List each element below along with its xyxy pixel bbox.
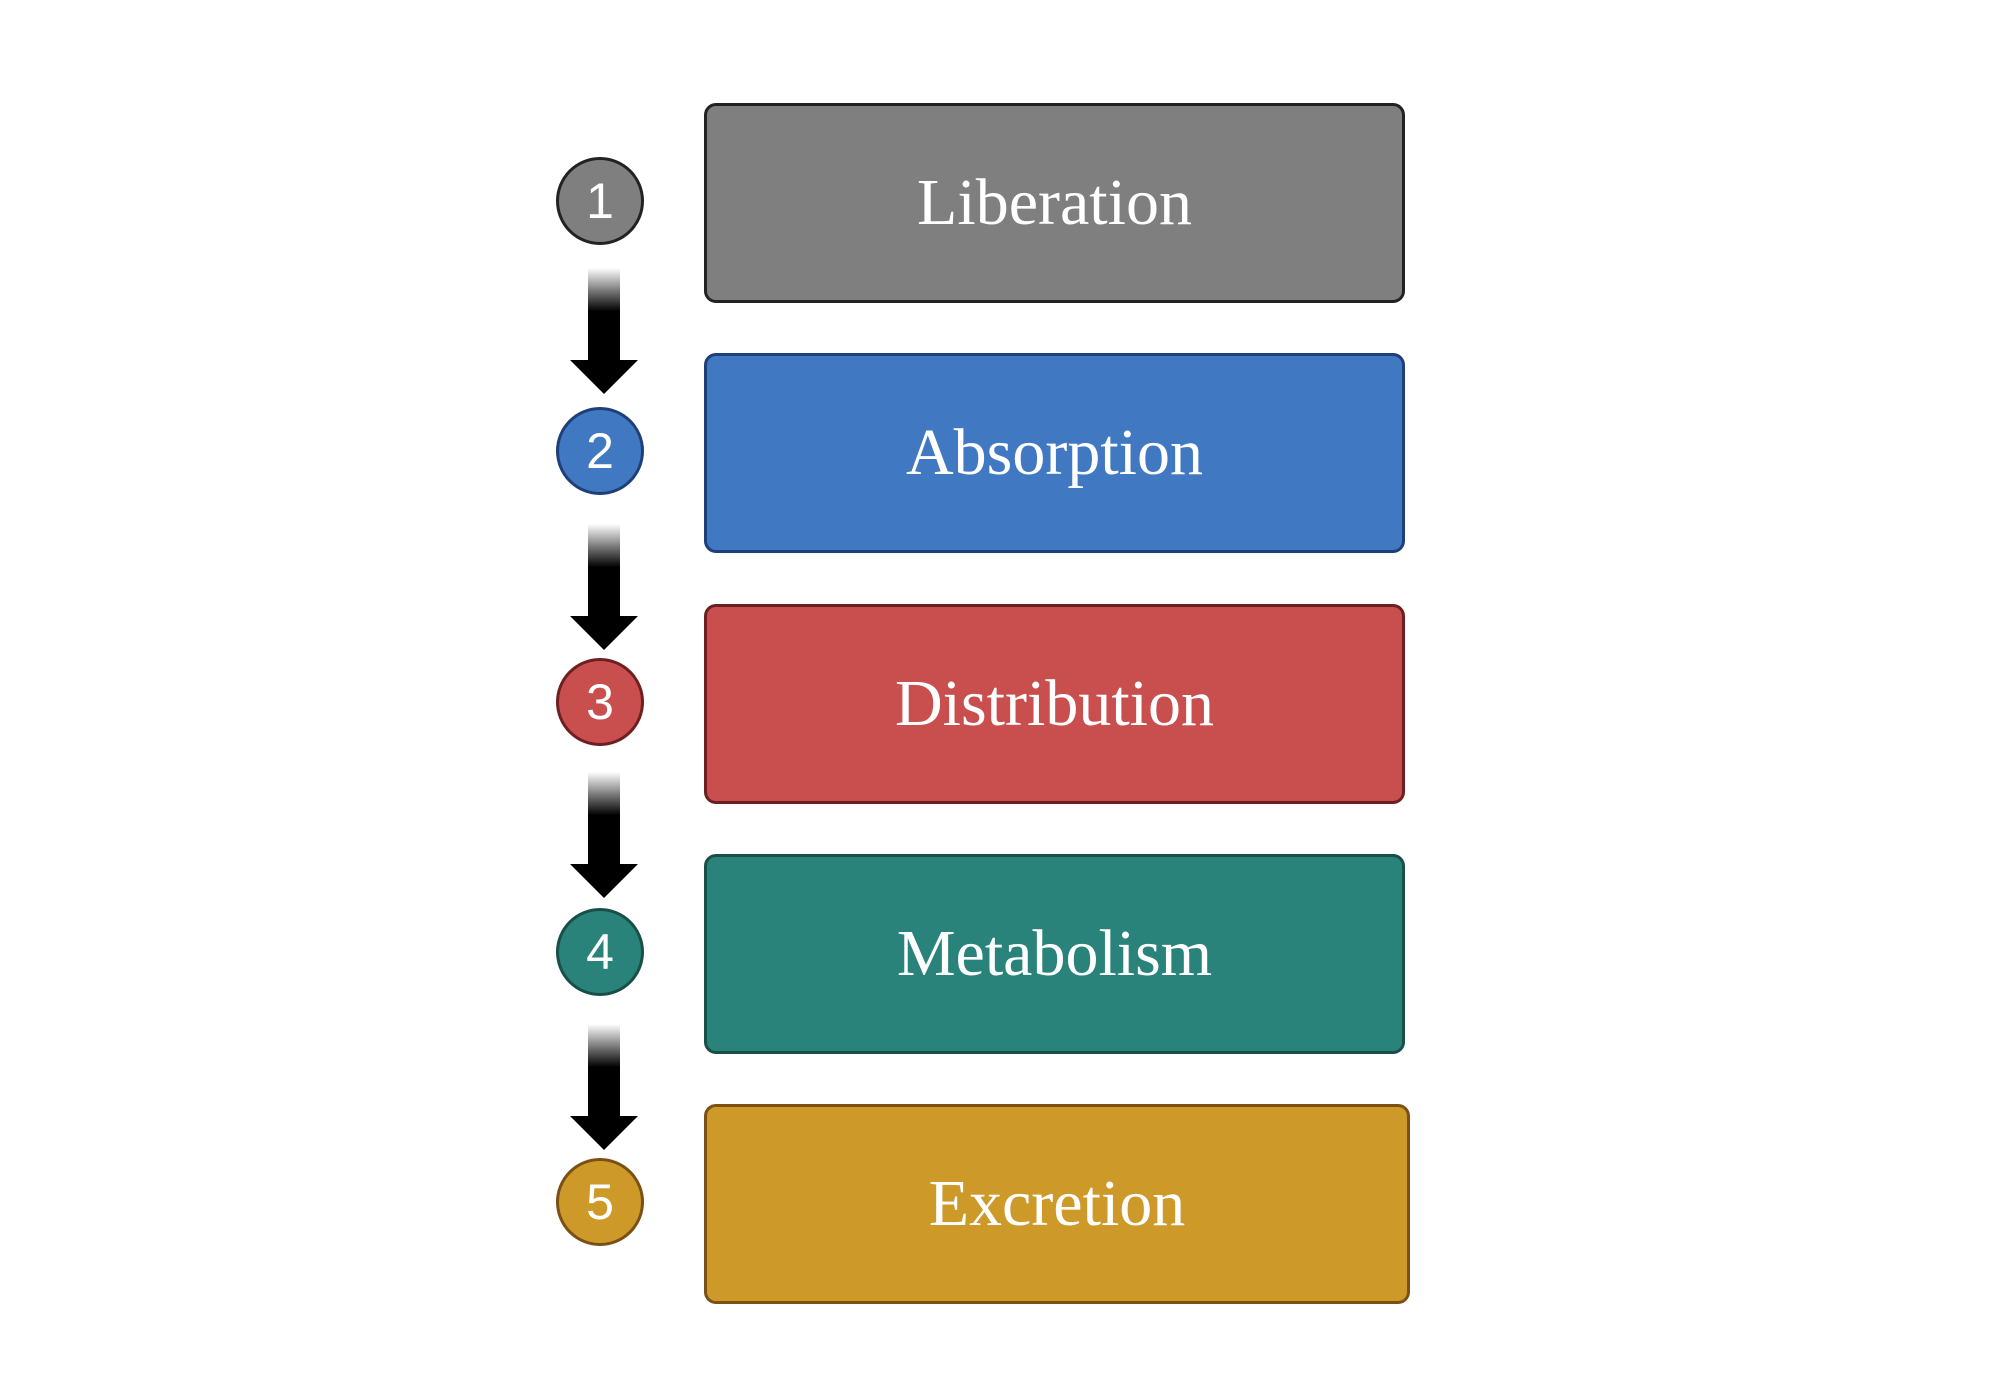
down-arrow-icon [570,1024,638,1150]
step-number-badge: 2 [556,407,644,495]
step-box-distribution: Distribution [704,604,1405,804]
down-arrow-icon [570,268,638,394]
step-box-metabolism: Metabolism [704,854,1405,1054]
down-arrow-icon [570,772,638,898]
step-4: 4 Metabolism [0,854,2000,1054]
step-box-absorption: Absorption [704,353,1405,553]
step-1: 1 Liberation [0,103,2000,303]
step-number-badge: 4 [556,908,644,996]
step-number-badge: 5 [556,1158,644,1246]
step-2: 2 Absorption [0,353,2000,553]
step-box-excretion: Excretion [704,1104,1410,1304]
step-3: 3 Distribution [0,604,2000,804]
step-box-liberation: Liberation [704,103,1405,303]
step-number-badge: 3 [556,658,644,746]
step-number-badge: 1 [556,157,644,245]
down-arrow-icon [570,524,638,650]
step-5: 5 Excretion [0,1104,2000,1304]
